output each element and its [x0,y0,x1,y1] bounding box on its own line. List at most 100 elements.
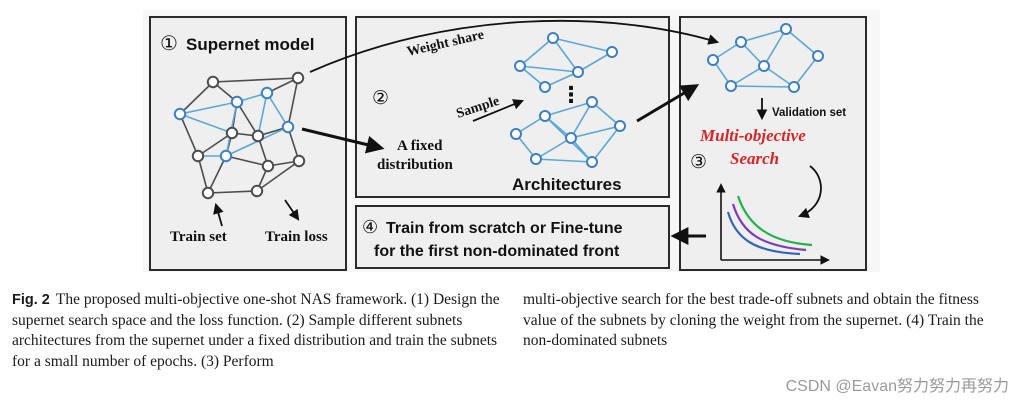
architectures-ellipsis: ⋮ [560,83,582,108]
supernet-edge [207,155,227,194]
supernet-edge [179,101,238,115]
selected-architecture [707,23,824,93]
architecture-bottom-node [510,128,522,140]
architecture-top-edge [577,51,613,73]
train-set-label: Train set [170,229,227,245]
architecture-bottom-edge [591,125,621,163]
validation-set-label: Validation set [772,107,846,119]
figure-label: Fig. 2 [12,292,50,308]
watermark: CSDN @Eavan努力努力再努力 [785,378,1009,395]
supernet-node [291,71,305,85]
architecture-bottom-node [586,156,598,168]
supernet-node [225,126,239,140]
selected-architecture-edge [785,28,819,57]
multi-objective-line1: Multi-objective [699,126,806,145]
supernet-node [230,95,244,109]
selected-architecture-node [812,50,824,62]
multi-objective-line2: Search [730,149,779,168]
architecture-top-edge [544,71,579,88]
supernet-node [219,149,233,163]
train-loss-arrow [284,199,300,221]
supernet-node [281,120,295,134]
supernet-edge [212,77,299,83]
step-2-marker: ② [372,87,389,109]
supernet-edge [287,77,299,128]
train-loss-label: Train loss [265,229,328,245]
fixed-distribution-line1: A fixed [397,138,443,154]
architecture-bottom [510,96,626,168]
supernet-edge [197,132,233,157]
selected-architecture-edge [730,65,765,87]
architectures-to-search-arrow [636,84,700,123]
architecture-bottom-node [539,110,551,122]
architecture-top-edge [552,37,613,53]
selected-architecture-node [788,81,800,93]
selected-architecture-edge [763,28,787,67]
architecture-bottom-node [565,132,577,144]
caption-left-text: The proposed multi-objective one-shot NA… [12,291,500,370]
supernet-title: Supernet model [186,35,314,54]
sample-arrow [472,99,524,122]
architecture-bottom-edge [570,101,593,139]
weight-share-arrow [309,19,720,73]
architecture-bottom-edge [591,101,621,127]
pareto-curve-green [736,195,813,247]
architecture-top-node [547,32,559,44]
supernet-edge [266,92,289,128]
architecture-top-edge [552,37,579,73]
architecture-top-node [606,46,618,58]
selected-architecture-node [707,54,719,66]
architecture-top-node [514,60,526,72]
supernet-edge [179,81,214,115]
selected-architecture-edge [793,55,819,88]
supernet-edge [236,101,259,137]
architecture-bottom-edge [570,125,621,139]
architecture-top-edge [519,65,579,73]
supernet-node [173,107,187,121]
step-1-marker: ① [160,31,178,55]
selected-architecture-edge [730,85,795,88]
selected-architecture-node [780,23,792,35]
panel-train [355,205,670,269]
architecture-top-node [572,66,584,78]
selected-architecture-node [758,60,770,72]
architecture-bottom-edge [544,101,593,117]
supernet-edge [225,155,269,167]
architecture-bottom-node [530,153,542,165]
train-line1: Train from scratch or Fine-tune [386,220,623,237]
search-loop-arrow [797,165,822,218]
supernet-node [191,149,205,163]
supernet-node [261,159,275,173]
pareto-plot [716,183,830,265]
fixed-distribution-line2: distribution [377,157,454,173]
step-3-marker: ③ [690,151,707,173]
step-4-marker: ④ [362,217,378,238]
architecture-bottom-node [586,96,598,108]
nas-framework-diagram: ① Supernet model Train set Train loss ② … [149,16,867,271]
supernet-graph [173,71,306,200]
selected-architecture-edge [763,65,795,88]
supernet-edge [207,190,258,194]
selected-architecture-node [725,80,737,92]
architectures-label: Architectures [512,175,622,194]
selected-architecture-node [735,36,747,48]
pareto-curve-purple [731,203,807,252]
supernet-node [251,129,265,143]
supernet-node [250,184,264,198]
supernet-edge [179,113,199,157]
supernet-node [292,154,306,168]
supernet-edge [256,160,300,192]
panel-supernet [149,16,347,271]
selected-architecture-edge [740,28,787,43]
supernet-edge [257,92,268,137]
train-line2: for the first non-dominated front [374,243,620,260]
architecture-bottom-edge [535,137,572,160]
supernet-edge [179,113,233,134]
supernet-node [260,86,274,100]
architecture-top [514,32,618,93]
architecture-top-edge [519,37,554,67]
architecture-bottom-edge [535,158,593,163]
supernet-to-distribution-arrow [301,127,385,154]
